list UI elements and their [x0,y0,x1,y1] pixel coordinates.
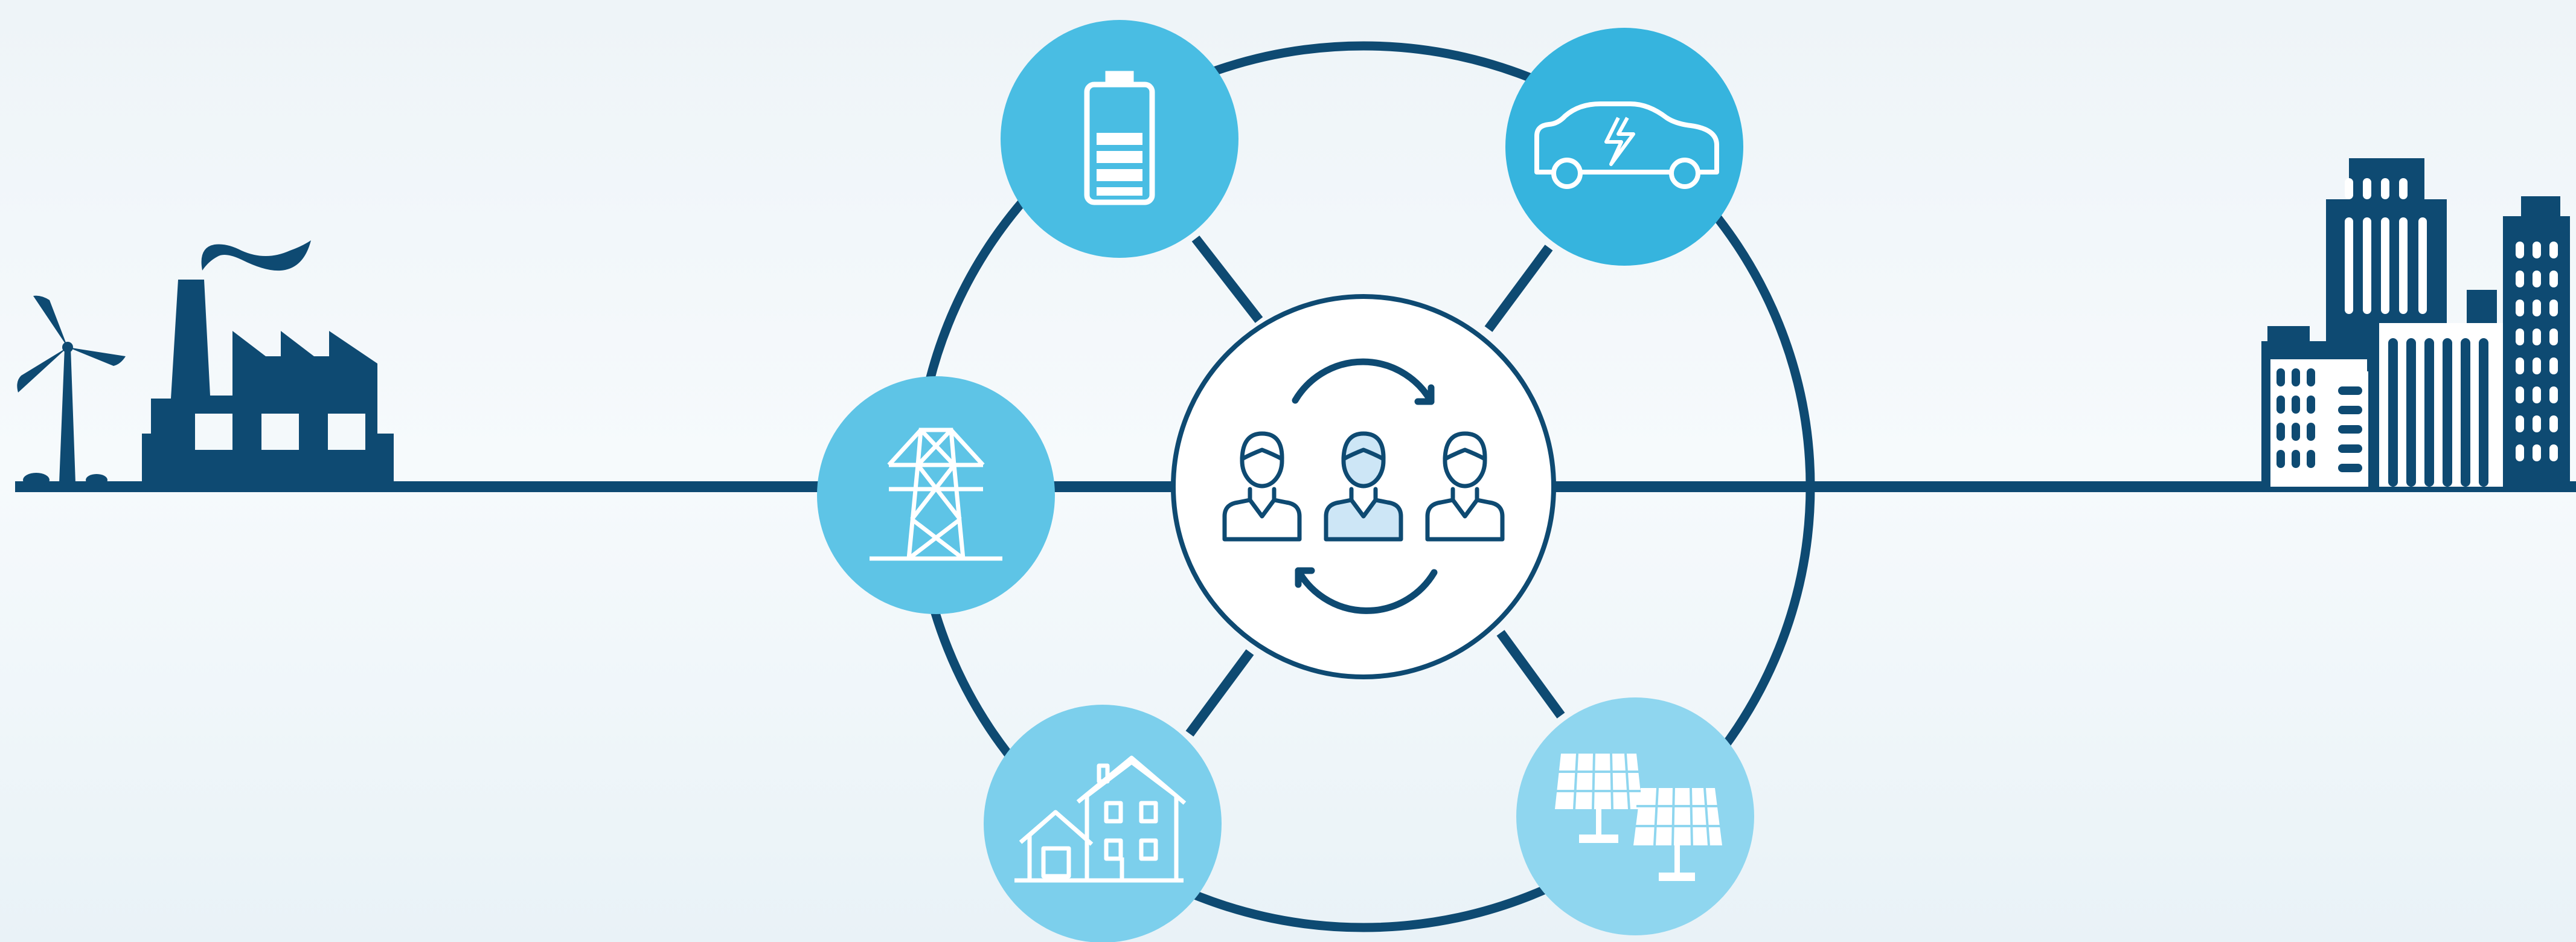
wind-turbine-icon [17,295,126,487]
person-left-icon [1222,431,1302,542]
houses-icon [1014,755,1187,883]
city-buildings-icon [2261,158,2570,487]
spoke-ev [1484,245,1553,332]
node-power-pylon [817,376,1055,614]
node-houses [984,705,1222,942]
node-houses-circle [984,705,1222,942]
community-people-icon [1222,431,1505,542]
exchange-arrows-icon [1292,358,1438,614]
spoke-houses [1185,649,1254,737]
node-pylon-circle [817,376,1055,614]
left-scene [17,240,394,487]
battery-icon [1084,71,1155,205]
electric-car-icon [1534,101,1719,189]
spoke-battery [1191,236,1263,323]
person-right-icon [1425,431,1505,542]
solar-panels-icon [1555,753,1722,881]
node-solar-panels [1516,697,1754,935]
spokes [1185,236,1565,737]
person-center-icon [1324,431,1403,542]
node-battery [1001,20,1238,258]
factory-icon [142,240,394,487]
spoke-solar [1496,630,1565,719]
power-pylon-icon [870,428,1002,561]
node-electric-car [1505,28,1743,266]
